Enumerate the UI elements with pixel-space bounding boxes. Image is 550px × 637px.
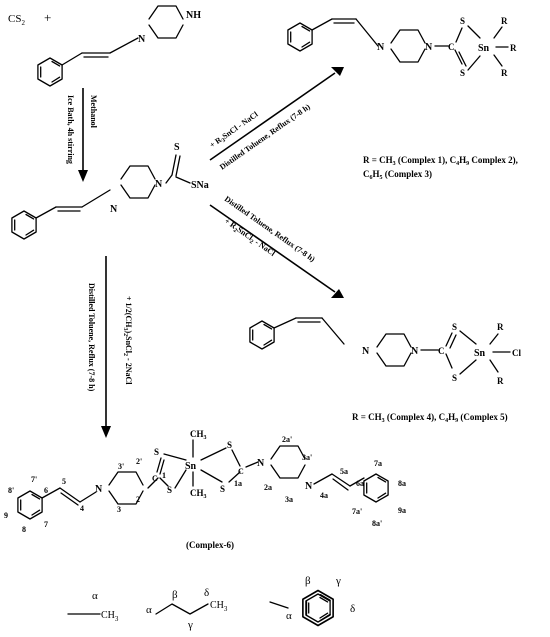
route-top-conditions: Distilled Toluene, Reflux (7-8 h) <box>218 102 312 172</box>
route-mid: Distilled Toluene, Reflux (7-8 h) + R2Sn… <box>209 194 344 298</box>
cs2-formula: CS2 <box>8 13 25 27</box>
complex-6: N C S S Sn CH3 CH3 S S C N N 7' 8' <box>4 429 406 534</box>
label-complex-4-5: R = CH3 (Complex 4), C4H9 (Complex 5) <box>352 412 508 424</box>
route-down-reagent: + 1/2(CH3)2SnCl2 - 2NaCl <box>122 296 133 385</box>
methyl-label: CH3 <box>101 610 119 623</box>
step1-solvent: Methanol <box>89 95 98 129</box>
greek-delta: δ <box>204 587 209 599</box>
num: 5a <box>340 467 348 476</box>
atom-n: N <box>377 42 385 53</box>
reactants: CS2 + N NH <box>8 5 201 87</box>
num: 3a <box>285 495 293 504</box>
atom-n: N <box>425 42 433 53</box>
num: 5 <box>62 477 66 486</box>
num: 1 <box>162 471 166 480</box>
atom-n-right: N <box>155 179 163 190</box>
atom-sn: Sn <box>474 348 486 359</box>
greek-alpha: α <box>92 590 98 602</box>
num: 8 <box>22 525 26 534</box>
atom-n: N <box>305 481 313 492</box>
cinnamyl-piperazine: N NH <box>37 5 201 87</box>
route-down: + 1/2(CH3)2SnCl2 - 2NaCl Distilled Tolue… <box>87 256 133 438</box>
atom-s: S <box>452 373 457 383</box>
atom-n: N <box>362 346 370 357</box>
label-top-line1: R = CH3 (Complex 1), C4H9 Complex 2), <box>363 155 518 167</box>
atom-c: C <box>152 474 158 483</box>
greek-gamma: γ <box>187 619 193 631</box>
atom-sna: SNa <box>191 180 209 191</box>
atom-s: S <box>167 485 172 495</box>
atom-sn: Sn <box>478 43 490 54</box>
label-complex-1-3: R = CH3 (Complex 1), C4H9 Complex 2), C6… <box>363 155 518 181</box>
atom-n: N <box>95 484 103 495</box>
label-top-line2: C6H5 (Complex 3) <box>363 169 432 181</box>
methyl-bottom: CH3 <box>190 488 207 500</box>
route-top: + R3SnCl - NaCl Distilled Toluene, Reflu… <box>208 67 344 172</box>
atom-n-left: N <box>110 204 118 215</box>
atom-r: R <box>497 322 504 332</box>
num: 7a <box>374 459 382 468</box>
atom-s: S <box>227 440 232 450</box>
num: 2' <box>136 457 142 466</box>
atom-nh: NH <box>186 10 201 21</box>
num: 7a' <box>352 507 362 516</box>
greek-beta: β <box>172 589 178 601</box>
plus-sign: + <box>44 10 51 25</box>
num: 6a <box>356 479 364 488</box>
atom-sn: Sn <box>185 461 197 472</box>
num: 2a' <box>282 435 292 444</box>
complex-1-3: N N C S S Sn R R R <box>287 16 517 78</box>
route-down-conditions: Distilled Toluene, Reflux (7-8 h) <box>87 283 96 392</box>
greek-beta: β <box>305 575 311 587</box>
atom-n: N <box>257 458 265 469</box>
num: 2 <box>136 495 140 504</box>
legend-butyl: α β γ δ CH3 <box>146 587 228 631</box>
num: 2a <box>264 483 272 492</box>
num: 3' <box>118 462 124 471</box>
atom-s: S <box>154 447 159 457</box>
num: 3a' <box>302 453 312 462</box>
greek-gamma: γ <box>335 575 341 587</box>
greek-alpha: α <box>146 604 152 616</box>
num: 9a <box>398 506 406 515</box>
atom-r: R <box>510 43 517 53</box>
complex-4-5: N N C S S Sn R Cl R <box>249 317 521 386</box>
atom-r: R <box>501 68 508 78</box>
atom-s-thione: S <box>174 142 180 153</box>
num: 3 <box>117 505 121 514</box>
num: 9 <box>4 511 8 520</box>
greek-alpha: α <box>286 610 292 622</box>
num: 8a <box>398 479 406 488</box>
intermediate-salt: N N S SNa <box>11 142 209 240</box>
atom-r: R <box>501 16 508 26</box>
atom-s: S <box>452 322 457 332</box>
num: 4a <box>320 491 328 500</box>
complex-6-label: (Complex-6) <box>186 540 234 550</box>
atom-c: C <box>448 42 455 52</box>
num: 6 <box>44 486 48 495</box>
atom-cl: Cl <box>512 348 521 358</box>
num: 8' <box>8 486 14 495</box>
atom-s: S <box>460 68 465 78</box>
atom-r: R <box>497 376 504 386</box>
atom-c: C <box>438 346 445 356</box>
legend-methyl: CH3 α <box>67 590 119 623</box>
num: 7 <box>44 520 48 529</box>
atom-c: C <box>238 467 244 476</box>
num: 7' <box>31 475 37 484</box>
legend-phenyl: α β γ δ <box>269 575 355 627</box>
methyl-top: CH3 <box>190 429 207 441</box>
step1-arrow: Methanol Ice Bath, 4h stirring <box>66 88 98 182</box>
num: 8a' <box>372 519 382 528</box>
num: 1a <box>234 479 242 488</box>
butyl-terminal-methyl: CH3 <box>210 600 228 613</box>
num: 4 <box>80 504 84 513</box>
step1-conditions: Ice Bath, 4h stirring <box>66 95 75 164</box>
atom-n: N <box>411 346 419 357</box>
atom-n: N <box>138 34 146 45</box>
atom-s: S <box>220 484 225 494</box>
atom-s: S <box>460 16 465 26</box>
greek-delta: δ <box>350 603 355 615</box>
